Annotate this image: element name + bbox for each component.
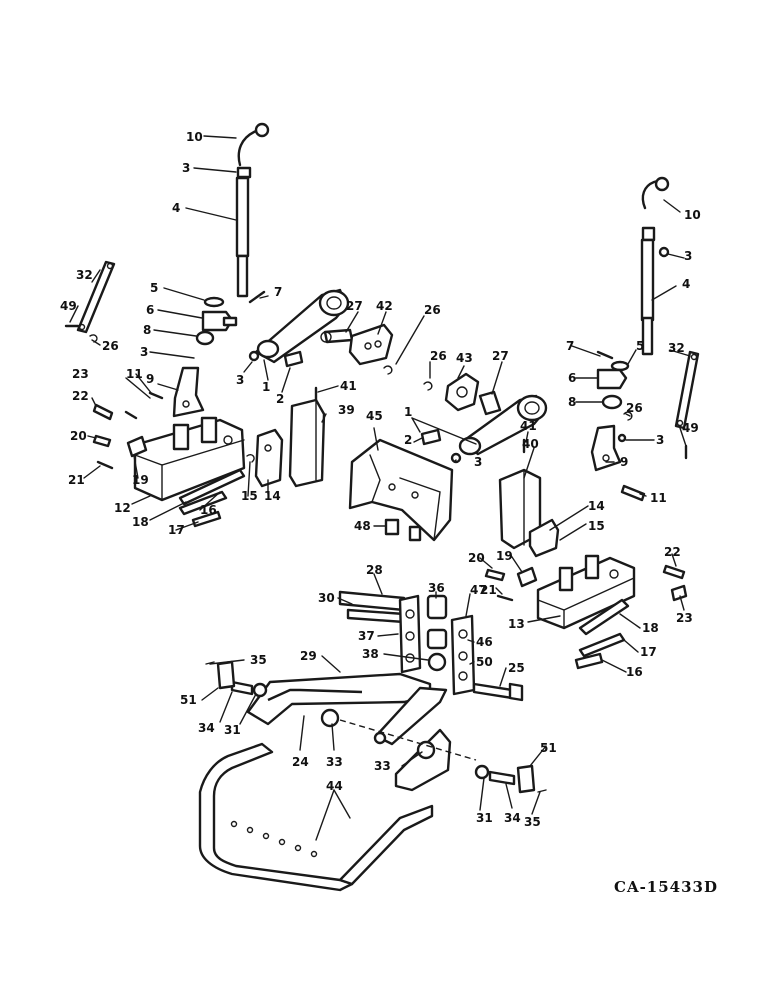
callout-49-right: 49 <box>682 421 699 435</box>
callout-5-left: 5 <box>150 281 158 295</box>
callout-3: 3 <box>684 249 692 263</box>
callout-10-left: 10 <box>186 130 203 144</box>
callout-20-left: 20 <box>70 429 87 443</box>
callout-31-right: 31 <box>476 811 493 825</box>
callout-19-right: 19 <box>496 549 513 563</box>
callout-45: 45 <box>366 409 383 423</box>
hitch-frame <box>205 590 547 794</box>
callout-31-left: 31 <box>224 723 241 737</box>
callout-24: 24 <box>292 755 309 769</box>
callout-11-right: 11 <box>650 491 667 505</box>
callout-29: 29 <box>300 649 317 663</box>
callout-38: 38 <box>362 647 379 661</box>
center-left-arm <box>248 288 394 488</box>
callout-17-left: 17 <box>168 523 185 537</box>
callout-14-right: 14 <box>588 499 605 513</box>
callout-8-right: 8 <box>568 395 576 409</box>
callout-4-right: 4 <box>682 277 690 291</box>
callout-1-left: 1 <box>262 380 270 394</box>
drawing-code: CA-15433D <box>614 878 718 896</box>
callout-27-right: 27 <box>492 349 509 363</box>
callout-3: 3 <box>140 345 148 359</box>
callout-labels: 10 3 4 32 5 7 49 6 26 8 3 3 1 2 27 42 26… <box>60 130 701 829</box>
callout-15-right: 15 <box>588 519 605 533</box>
callout-34-left: 34 <box>198 721 215 735</box>
center-casting <box>348 438 454 542</box>
callout-48: 48 <box>354 519 371 533</box>
callout-26: 26 <box>424 303 441 317</box>
callout-12: 12 <box>114 501 131 515</box>
callout-2-right: 2 <box>404 433 412 447</box>
callout-33-right: 33 <box>374 759 391 773</box>
callout-43: 43 <box>456 351 473 365</box>
callout-23-right: 23 <box>676 611 693 625</box>
callout-26: 26 <box>626 401 643 415</box>
callout-37: 37 <box>358 629 375 643</box>
callout-17-right: 17 <box>640 645 657 659</box>
callout-44: 44 <box>326 779 343 793</box>
callout-40: 40 <box>522 437 539 451</box>
callout-8-left: 8 <box>143 323 151 337</box>
callout-1-right: 1 <box>404 405 412 419</box>
callout-21-left: 21 <box>68 473 85 487</box>
callout-36: 36 <box>428 581 445 595</box>
right-lift-rod-assembly <box>590 176 700 502</box>
callout-3: 3 <box>474 455 482 469</box>
callout-39: 39 <box>338 403 355 417</box>
callout-6-left: 6 <box>146 303 154 317</box>
callout-47: 47 <box>470 583 487 597</box>
callout-3: 3 <box>656 433 664 447</box>
callout-26: 26 <box>102 339 119 353</box>
callout-16-right: 16 <box>626 665 643 679</box>
callout-26: 26 <box>430 349 447 363</box>
callout-35-left: 35 <box>250 653 267 667</box>
callout-33-left: 33 <box>326 755 343 769</box>
callout-23-left: 23 <box>72 367 89 381</box>
callout-5-right: 5 <box>636 339 644 353</box>
callout-7-right: 7 <box>566 339 574 353</box>
callout-42: 42 <box>376 299 393 313</box>
callout-21-right: 21 <box>480 583 497 597</box>
left-lift-rod-assembly <box>64 122 270 418</box>
swinging-drawbar <box>198 742 434 892</box>
callout-25: 25 <box>508 661 525 675</box>
callout-49-left: 49 <box>60 299 77 313</box>
leader-lines <box>69 135 691 841</box>
callout-35-right: 35 <box>524 815 541 829</box>
callout-18-right: 18 <box>642 621 659 635</box>
callout-28: 28 <box>366 563 383 577</box>
callout-11-left: 11 <box>126 367 143 381</box>
callout-30: 30 <box>318 591 335 605</box>
callout-20-right: 20 <box>468 551 485 565</box>
callout-32-right: 32 <box>668 341 685 355</box>
callout-3: 3 <box>236 373 244 387</box>
callout-27-left: 27 <box>346 299 363 313</box>
callout-32-left: 32 <box>76 268 93 282</box>
callout-51-right: 51 <box>540 741 557 755</box>
callout-18-left: 18 <box>132 515 149 529</box>
callout-15-left: 15 <box>241 489 258 503</box>
callout-9-right: 9 <box>620 455 628 469</box>
center-right-arm <box>420 372 548 550</box>
callout-51-left: 51 <box>180 693 197 707</box>
callout-22-left: 22 <box>72 389 89 403</box>
callout-9-left: 9 <box>146 372 154 386</box>
callout-3: 3 <box>182 161 190 175</box>
callout-22-right: 22 <box>664 545 681 559</box>
callout-16-left: 16 <box>200 503 217 517</box>
callout-50: 50 <box>476 655 493 669</box>
callout-10-right: 10 <box>684 208 701 222</box>
callout-4-left: 4 <box>172 201 180 215</box>
callout-19-left: 19 <box>132 473 149 487</box>
callout-2-left: 2 <box>276 392 284 406</box>
callout-41-left: 41 <box>340 379 357 393</box>
callout-34-right: 34 <box>504 811 521 825</box>
callout-14-left: 14 <box>264 489 281 503</box>
callout-41-right: 41 <box>520 419 537 433</box>
callout-6-right: 6 <box>568 371 576 385</box>
callout-46: 46 <box>476 635 493 649</box>
callout-7-left: 7 <box>274 285 282 299</box>
callout-13: 13 <box>508 617 525 631</box>
